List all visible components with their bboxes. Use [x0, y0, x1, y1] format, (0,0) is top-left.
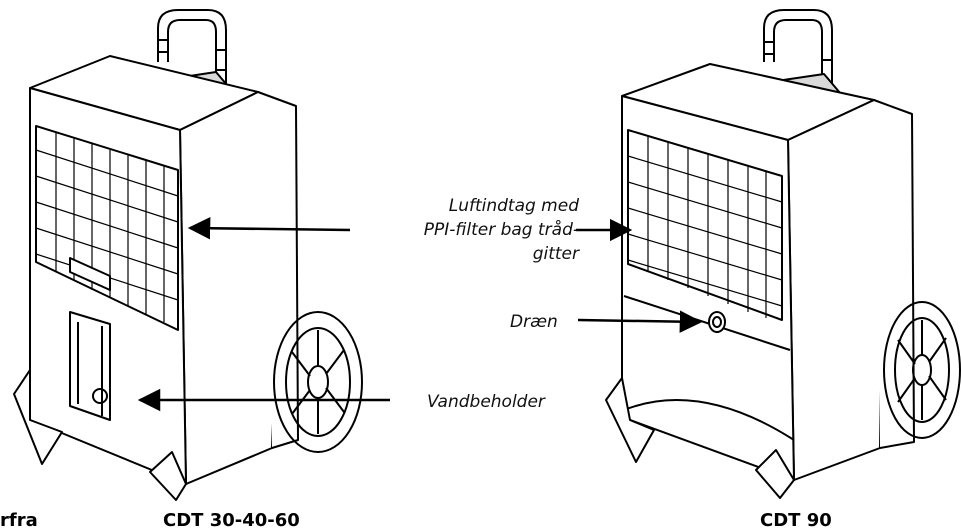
callout-arrows — [137, 217, 703, 412]
side-panel-right — [787, 99, 881, 481]
label-air-intake-line2: PPI-filter bag tråd- — [423, 220, 579, 240]
water-tank-left — [69, 311, 111, 421]
label-air-intake-line3: gitter — [532, 244, 579, 264]
label-drain: Dræn — [510, 312, 558, 332]
handle-right — [763, 9, 833, 132]
front-grille-left — [35, 125, 179, 331]
caption-left-model: CDT 30-40-60 — [163, 510, 300, 531]
label-air-intake: Luftindtag med PPI-filter bag tråd- gitt… — [424, 194, 579, 266]
dehumidifier-left — [13, 9, 363, 501]
label-water-tank: Vandbeholder — [427, 392, 545, 412]
caption-left-cut: rfra — [0, 510, 38, 531]
label-air-intake-line1: Luftindtag med — [448, 196, 579, 216]
arrow-drain — [577, 310, 703, 333]
wheel-right — [883, 301, 961, 439]
handle-left — [157, 9, 227, 122]
side-panel-left — [179, 91, 273, 485]
drain-right — [708, 311, 726, 333]
arrow-air-intake-left — [187, 217, 351, 240]
caption-right-model: CDT 90 — [760, 510, 832, 531]
dehumidifier-right — [605, 9, 961, 499]
